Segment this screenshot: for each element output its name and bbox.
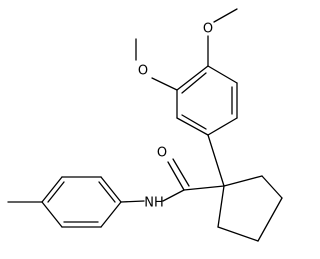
ring-b-bond-2 <box>261 175 283 199</box>
bond-o-left-ring <box>151 77 178 91</box>
methoxy-groups <box>135 8 238 91</box>
ring-a-inner-4 <box>181 114 207 130</box>
cyclopentane-ring <box>217 175 283 242</box>
ring-c-bond-4 <box>41 176 63 203</box>
bond-ring-to-quaternary-c <box>207 134 225 187</box>
bond-carbonyl-o-1 <box>167 161 185 191</box>
ring-a-inner-6 <box>181 72 207 94</box>
bond-carbonyl-o-2 <box>172 158 190 187</box>
ring-c-bond-1 <box>100 201 122 228</box>
ring-b-bond-5 <box>217 185 225 228</box>
ring-c-inner-6 <box>98 181 116 203</box>
structure-svg: O O O NH <box>7 8 283 242</box>
bond-quaternary-to-carbonyl <box>183 185 225 191</box>
ring-b-bond-4 <box>217 226 259 242</box>
amide-group <box>120 158 225 203</box>
atom-o-carbonyl: O <box>157 146 167 161</box>
atom-o-methoxy-left: O <box>138 64 148 79</box>
bond-carbonyl-to-n <box>162 189 185 202</box>
ring-c-inner-4 <box>47 181 65 203</box>
ring-b-bond-1 <box>223 175 263 187</box>
atom-n-amide: NH <box>144 196 164 211</box>
dimethoxyphenyl-ring <box>176 65 238 136</box>
tolyl-ring <box>41 176 122 228</box>
ring-a-bond-1 <box>207 65 238 84</box>
ring-a-bond-3 <box>207 117 238 136</box>
ring-c-bond-3 <box>41 201 63 228</box>
ring-a-bond-6 <box>176 65 209 91</box>
molecule-drawing: O O O NH <box>7 8 283 242</box>
bond-methyl-o-top <box>213 8 238 23</box>
ring-a-bond-4 <box>176 117 209 136</box>
ring-b-bond-3 <box>257 197 283 242</box>
bond-n-to-aryl <box>120 200 145 203</box>
atom-o-methoxy-top: O <box>203 22 213 37</box>
ring-c-bond-6 <box>100 176 122 203</box>
